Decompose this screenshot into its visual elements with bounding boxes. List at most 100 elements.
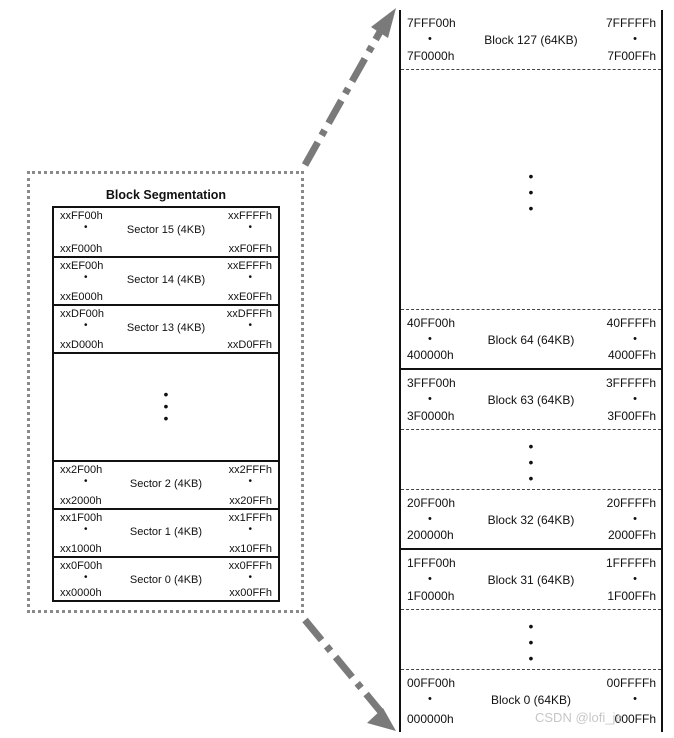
block-127-top-right-address: 7FFFFFh [606,16,656,30]
sector-row-13: xxDF00h • xxD000h Sector 13 (4KB) xxDFFF… [54,304,278,352]
arrowhead-up-icon [371,8,396,38]
sector-table: xxFF00h • xxF000h Sector 15 (4KB) xxFFFF… [52,206,280,602]
sector-row-2: xx2F00h • xx2000h Sector 2 (4KB) xx2FFFh… [54,460,278,508]
sector-15-bottom-right-address: xxF0FFh [228,243,272,255]
block-32-bottom-right-address: 2000FFh [607,528,656,542]
arrowhead-down-icon [367,708,396,731]
sector-2-label: Sector 2 (4KB) [129,478,203,490]
vertical-ellipsis-icon: • • • [401,168,661,216]
dot-icon: • [528,168,534,184]
block-gap-upper: • • • [401,70,661,310]
dot-icon: • [528,618,534,634]
sector-13-top-right-address: xxDFFFh [226,308,272,320]
dot-icon: • [528,184,534,200]
dot-icon: • [528,438,534,454]
dot-icon: • [163,410,169,426]
dot-icon: • [248,320,252,331]
dot-icon: • [248,272,252,283]
sector-1-top-left-address: xx1F00h [60,512,103,524]
dot-icon: • [633,573,637,585]
block-0-label: Block 0 (64KB) [490,693,572,707]
dot-icon: • [633,693,637,705]
block-127-bottom-right-address: 7F00FFh [607,49,656,63]
block-segmentation-title: Block Segmentation [105,188,227,202]
sector-0-bottom-left-address: xx0000h [60,587,102,599]
dot-icon: • [248,222,252,233]
dot-icon: • [528,470,534,486]
block-127-label: Block 127 (64KB) [484,33,578,47]
dot-icon: • [248,524,252,535]
dot-icon: • [428,573,432,585]
dot-icon: • [528,454,534,470]
block-64-bottom-left-address: 400000h [407,348,454,362]
block-31-top-right-address: 1FFFFFh [606,556,656,570]
block-0-top-left-address: 00FF00h [407,676,456,690]
block-row-32: 20FF00h • 200000h Block 32 (64KB) 20FFFF… [401,490,661,550]
block-32-top-right-address: 20FFFFh [606,496,656,510]
dot-icon: • [428,33,432,45]
dot-icon: • [428,393,432,405]
dot-icon: • [428,693,432,705]
sector-13-bottom-right-address: xxD0FFh [227,339,272,351]
dot-icon: • [84,524,88,535]
dot-icon: • [84,222,88,233]
block-0-top-right-address: 00FFFFh [606,676,656,690]
sector-14-bottom-left-address: xxE000h [60,291,103,303]
sector-row-15: xxFF00h • xxF000h Sector 15 (4KB) xxFFFF… [54,208,278,256]
block-64-top-right-address: 40FFFFh [606,316,656,330]
block-127-top-left-address: 7FFF00h [407,16,456,30]
vertical-ellipsis-icon: • • • [401,618,661,666]
dot-icon: • [84,320,88,331]
vertical-ellipsis-icon: • • • [54,387,278,426]
sector-row-14: xxEF00h • xxE000h Sector 14 (4KB) xxEFFF… [54,256,278,304]
block-64-label: Block 64 (64KB) [487,333,575,347]
sector-13-top-left-address: xxDF00h [60,308,105,320]
dot-icon: • [248,572,252,583]
block-32-label: Block 32 (64KB) [487,513,575,527]
sector-0-top-left-address: xx0F00h [60,560,103,572]
lower-connector-line [302,617,384,715]
sector-1-label: Sector 1 (4KB) [129,526,203,538]
sector-0-top-right-address: xx0FFFh [228,560,272,572]
block-32-bottom-left-address: 200000h [407,528,454,542]
block-31-bottom-left-address: 1F0000h [407,589,455,603]
sector-2-top-right-address: xx2FFFh [228,464,272,476]
dot-icon: • [633,393,637,405]
block-31-bottom-right-address: 1F00FFh [607,589,656,603]
block-row-31: 1FFF00h • 1F0000h Block 31 (64KB) 1FFFFF… [401,550,661,610]
block-31-label: Block 31 (64KB) [487,573,575,587]
dot-icon: • [428,333,432,345]
block-segmentation-outline [27,171,304,613]
sector-gap: • • • [54,352,278,460]
block-64-bottom-right-address: 4000FFh [607,348,656,362]
dot-icon: • [528,650,534,666]
sector-2-bottom-right-address: xx20FFh [229,495,272,507]
block-63-label: Block 63 (64KB) [487,393,575,407]
block-table: 7FFF00h • 7F0000h Block 127 (64KB) 7FFFF… [399,10,663,732]
block-row-64: 40FF00h • 400000h Block 64 (64KB) 40FFFF… [401,310,661,370]
sector-2-top-left-address: xx2F00h [60,464,103,476]
dot-icon: • [528,634,534,650]
block-0-bottom-left-address: 000000h [407,712,454,726]
sector-15-bottom-left-address: xxF000h [60,243,103,255]
sector-0-label: Sector 0 (4KB) [129,574,203,586]
sector-1-top-right-address: xx1FFFh [228,512,272,524]
upper-connector-line [301,28,385,167]
block-63-top-right-address: 3FFFFFh [606,376,656,390]
dot-icon: • [163,398,169,414]
dot-icon: • [84,572,88,583]
block-127-bottom-left-address: 7F0000h [407,49,455,63]
sector-1-bottom-left-address: xx1000h [60,543,102,555]
dot-icon: • [633,333,637,345]
sector-14-top-right-address: xxEFFFh [227,260,272,272]
block-63-bottom-right-address: 3F00FFh [607,409,656,423]
block-gap-middle: • • • [401,430,661,490]
block-gap-lower: • • • [401,610,661,670]
sector-2-bottom-left-address: xx2000h [60,495,102,507]
dot-icon: • [633,33,637,45]
dot-icon: • [428,513,432,525]
sector-15-label: Sector 15 (4KB) [126,224,206,236]
block-row-0: 00FF00h • 000000h Block 0 (64KB) 00FFFFh… [401,670,661,732]
dot-icon: • [528,200,534,216]
